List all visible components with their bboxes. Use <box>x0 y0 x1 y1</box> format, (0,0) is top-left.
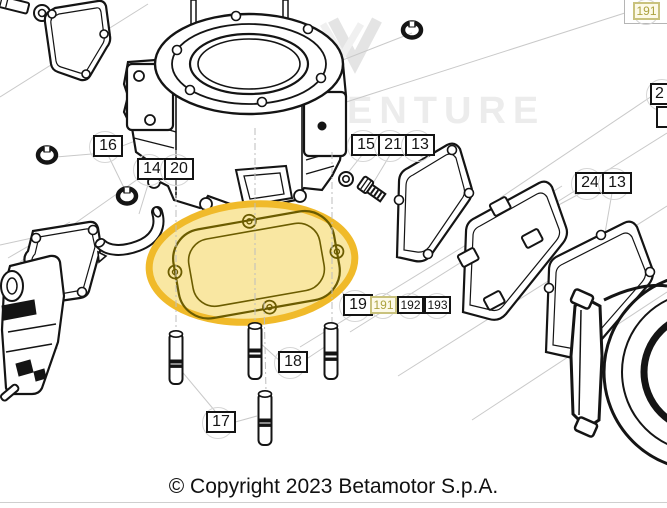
hose <box>94 206 165 256</box>
callout-193[interactable]: 193 <box>424 293 451 319</box>
callout-17[interactable]: 17 <box>202 407 236 439</box>
callout-label: 191 <box>633 2 660 20</box>
callout-16[interactable]: 16 <box>89 131 123 163</box>
callout-label: 17 <box>206 411 236 433</box>
gasket-13-first <box>393 142 475 263</box>
stud-18-center <box>247 321 263 380</box>
valve-assembly <box>0 254 66 402</box>
stud-17-bottom <box>257 389 273 446</box>
callout-192[interactable]: 192 <box>397 293 424 319</box>
callout-label: 191 <box>370 296 397 314</box>
callout-label: 21 <box>378 134 408 156</box>
gasket-top-left <box>43 0 112 82</box>
callout-18[interactable]: 18 <box>274 347 308 379</box>
callout-label: 19 <box>343 294 373 316</box>
callout-13-a[interactable]: 13 <box>401 130 435 162</box>
bolt-washer-top-left <box>0 0 51 22</box>
callout-label: 16 <box>93 135 123 157</box>
rubber-bushing-1 <box>35 145 59 165</box>
rubber-bushing-3 <box>400 20 424 40</box>
cover-bottom-right <box>569 278 667 466</box>
copyright-text: © Copyright 2023 Betamotor S.p.A. <box>168 475 499 498</box>
callout-label: 13 <box>602 172 632 194</box>
callout-label: 18 <box>278 351 308 373</box>
callout-191-selected[interactable]: 191 <box>370 293 397 319</box>
callout-label: 13 <box>405 134 435 156</box>
rubber-bushing-2 <box>115 186 139 206</box>
page-divider <box>0 502 667 503</box>
washer-15 <box>338 171 354 187</box>
callout-label: 192 <box>397 296 424 314</box>
callout-label: 20 <box>164 158 194 180</box>
callout-21[interactable]: 21 <box>374 130 408 162</box>
highlighted-gasket[interactable] <box>145 197 359 330</box>
holder-24 <box>456 180 569 321</box>
callout-label: 2 <box>650 83 667 105</box>
stud-18-right <box>323 321 339 380</box>
callout-19[interactable]: 19 <box>339 290 373 322</box>
callout-label <box>656 106 667 128</box>
callout-20[interactable]: 20 <box>160 154 194 186</box>
callout-partial-2[interactable] <box>656 106 667 128</box>
stud-17-left <box>168 329 184 385</box>
callout-label: 15 <box>351 134 381 156</box>
callout-191-corner[interactable]: 191 <box>633 0 660 25</box>
callout-2-partial[interactable]: 2 <box>646 79 667 111</box>
callout-13-b[interactable]: 13 <box>598 168 632 200</box>
bolt-21 <box>356 175 387 203</box>
callout-label: 193 <box>424 296 451 314</box>
